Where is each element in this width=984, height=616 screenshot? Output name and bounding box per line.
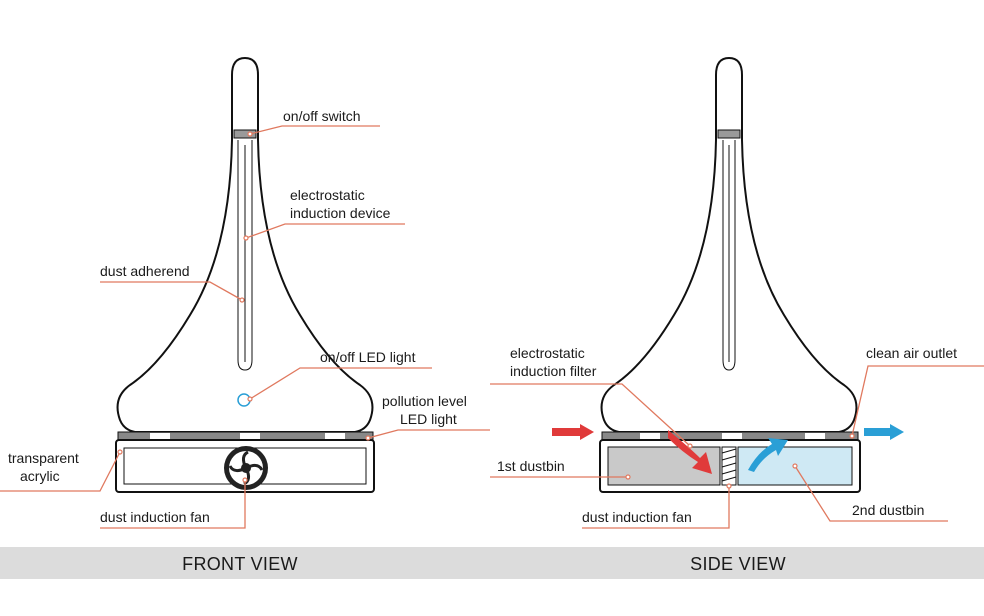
label-electrostatic-device-2: induction device [290, 205, 391, 221]
label-filter-1: electrostatic [510, 345, 585, 361]
caption-band [0, 547, 984, 579]
label-transparent-acrylic-1: transparent [8, 450, 79, 466]
label-pollution-led-2: LED light [400, 411, 457, 427]
front-view-caption: FRONT VIEW [182, 554, 298, 574]
label-transparent-acrylic-2: acrylic [20, 468, 60, 484]
airflow-out-arrow [748, 424, 904, 472]
label-dustbin-2: 2nd dustbin [852, 502, 924, 518]
front-view-labels: on/off switch electrostatic induction de… [0, 108, 490, 529]
label-clean-air-outlet: clean air outlet [866, 345, 957, 361]
label-dust-adherend: dust adherend [100, 263, 190, 279]
side-view-labels: electrostatic induction filter clean air… [490, 345, 984, 529]
fan-icon [224, 446, 268, 490]
label-electrostatic-device-1: electrostatic [290, 187, 365, 203]
label-on-off-led: on/off LED light [320, 349, 416, 365]
label-dust-induction-fan-front: dust induction fan [100, 509, 210, 525]
label-dust-induction-fan-side: dust induction fan [582, 509, 692, 525]
side-view-caption: SIDE VIEW [690, 554, 786, 574]
label-pollution-led-1: pollution level [382, 393, 467, 409]
airflow-in-arrow [552, 424, 712, 474]
label-filter-2: induction filter [510, 363, 597, 379]
side-view-device [552, 56, 904, 493]
on-off-switch [233, 129, 257, 139]
side-fan [721, 446, 737, 486]
label-on-off-switch: on/off switch [283, 108, 361, 124]
label-dustbin-1: 1st dustbin [497, 458, 565, 474]
